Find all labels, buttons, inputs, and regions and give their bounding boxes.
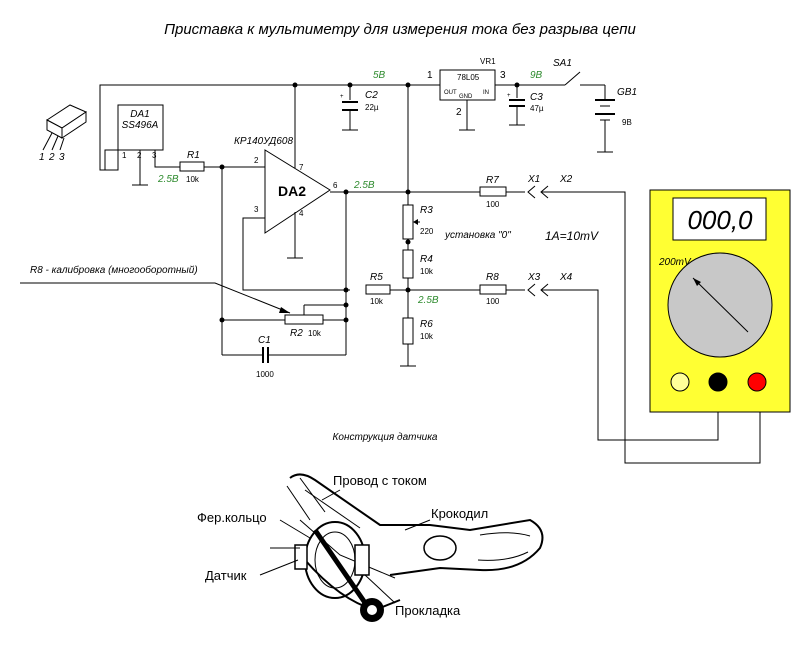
x1-label: X1 [527, 174, 540, 185]
multimeter-reading: 000,0 [687, 205, 753, 235]
da2-pin-7: 7 [299, 163, 304, 172]
multimeter-display [672, 197, 767, 241]
x3-label: X3 [527, 272, 541, 283]
r6-value: 10k [420, 332, 434, 341]
jack-white[interactable] [670, 372, 690, 392]
range-label: 200mV [658, 257, 692, 268]
r6-resistor [402, 317, 414, 345]
c2-value: 22µ [365, 103, 379, 112]
r3-name: R3 [420, 205, 433, 216]
page-title: Приставка к мультиметру для измерения то… [164, 21, 636, 38]
da2-pin-2: 2 [254, 156, 259, 165]
vr1-pin-1: 1 [427, 70, 433, 81]
svg-text:+: + [507, 93, 511, 99]
label-clip: Крокодил [431, 506, 488, 521]
vr1-in: IN [483, 90, 489, 96]
sensor-package-icon [42, 104, 88, 151]
r7-value: 100 [486, 200, 500, 209]
da1-name: DA1 [130, 109, 149, 120]
r4-resistor [402, 249, 414, 279]
sensor-pin-1: 1 [39, 152, 45, 163]
r8-value: 100 [486, 297, 500, 306]
label-pad: Прокладка [395, 603, 461, 618]
da2-pin-4: 4 [299, 209, 304, 218]
c2-name: C2 [365, 90, 378, 101]
label-current-wire: Провод с током [333, 473, 427, 488]
x2-label: X2 [559, 174, 573, 185]
output-node-voltage: 2.5В [353, 180, 375, 191]
da2-name: DA2 [278, 183, 306, 199]
svg-text:+: + [340, 94, 344, 100]
label-sensor: Датчик [205, 568, 247, 583]
crocodile-clip-drawing [270, 473, 544, 622]
r3-value: 220 [420, 227, 434, 236]
multimeter: 000,0 200mV [649, 189, 791, 413]
r1-value: 10k [186, 175, 200, 184]
r6-name: R6 [420, 319, 433, 330]
r5-name: R5 [370, 272, 383, 283]
mid-node-voltage: 2.5В [417, 295, 439, 306]
c1-name: C1 [258, 335, 271, 346]
c3-value: 47µ [530, 104, 544, 113]
r7-name: R7 [486, 175, 499, 186]
vr1-part: 78L05 [457, 73, 480, 82]
da2-pin-3: 3 [254, 205, 259, 214]
r3-trimmer [402, 204, 414, 240]
r8-name: R8 [486, 272, 499, 283]
da2-pin-6: 6 [333, 181, 338, 190]
jack-red[interactable] [747, 372, 767, 392]
x4-label: X4 [559, 272, 573, 283]
da1-part: SS496A [122, 120, 159, 131]
vr1-regulator [439, 69, 496, 101]
sensor-pin-2: 2 [48, 152, 55, 163]
label-ferrite-ring: Фер.кольцо [197, 510, 267, 525]
r4-value: 10k [420, 267, 434, 276]
r5-value: 10k [370, 297, 384, 306]
r1-name: R1 [187, 150, 200, 161]
jack-black[interactable] [708, 372, 728, 392]
r1-resistor [179, 161, 205, 172]
sensor-pin-3: 3 [59, 152, 65, 163]
vr1-gnd: GND [459, 94, 473, 100]
gb1-value: 9В [622, 118, 632, 127]
vr1-name: VR1 [480, 57, 496, 66]
r2-name: R2 [290, 328, 303, 339]
sa1-name: SA1 [553, 58, 572, 69]
vr1-pin-2: 2 [456, 107, 462, 118]
r8-resistor [479, 284, 507, 295]
da1-pin-1: 1 [122, 151, 127, 160]
rail-9v-label: 9В [530, 70, 543, 81]
rail-5v-label: 5В [373, 70, 386, 81]
gb1-name: GB1 [617, 87, 637, 98]
da2-opamp [264, 149, 331, 234]
c1-value: 1000 [256, 370, 274, 379]
sensor-caption: Конструкция датчика [333, 432, 438, 443]
scale-note: 1А=10mV [545, 229, 599, 243]
c3-name: C3 [530, 92, 543, 103]
zero-adjust-note: установка "0" [444, 230, 511, 241]
vr1-out: OUT [444, 90, 457, 96]
r4-name: R4 [420, 254, 433, 265]
vr1-pin-3: 3 [500, 70, 506, 81]
r2-resistor [284, 314, 324, 325]
r5-resistor [365, 284, 391, 295]
r1-node-voltage: 2.5В [157, 174, 179, 185]
da2-part: КР140УД608 [234, 136, 293, 147]
r2-value: 10k [308, 329, 322, 338]
r7-resistor [479, 186, 507, 197]
calibration-note: R8 - калибровка (многооборотный) [30, 264, 198, 276]
